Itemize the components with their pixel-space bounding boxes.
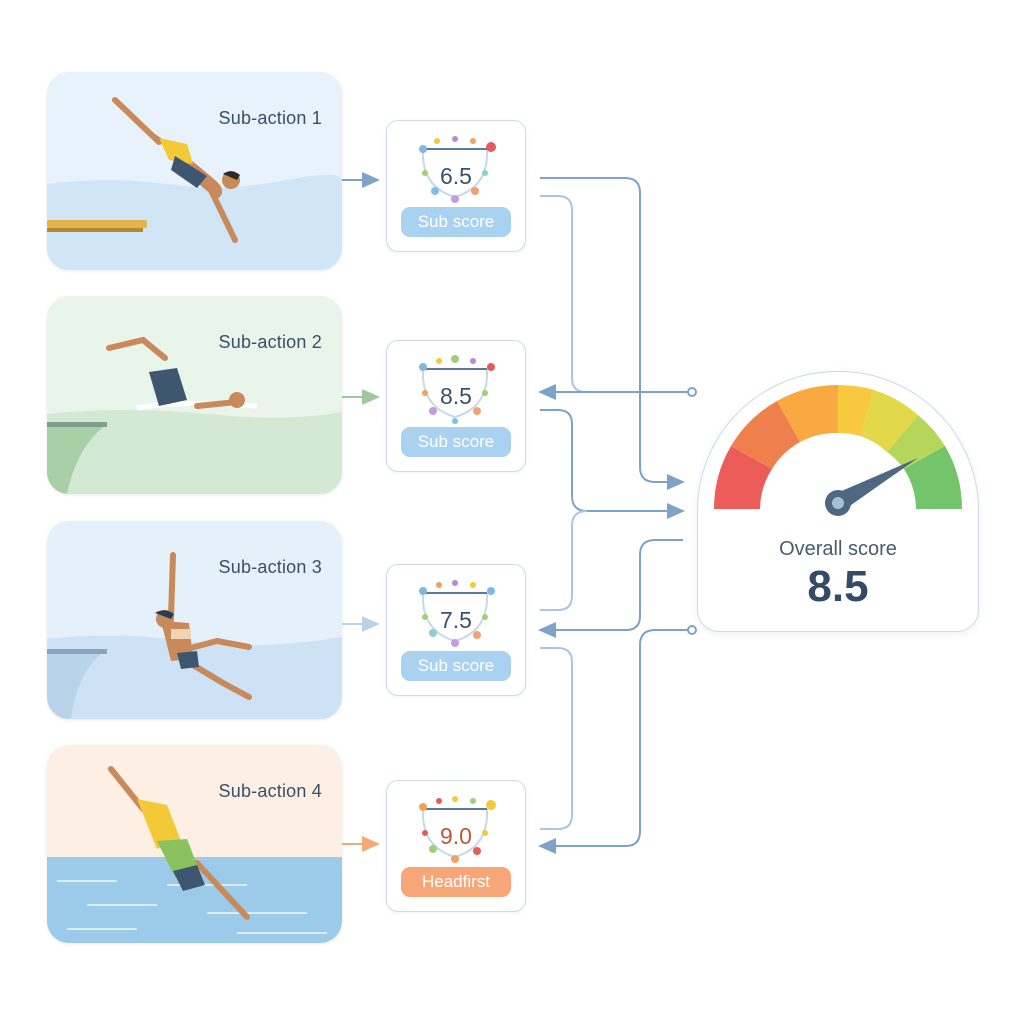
diver-illustration-2	[47, 296, 342, 494]
overall-score-value: 8.5	[807, 562, 869, 611]
diver-illustration-4	[47, 745, 342, 943]
overall-score-label: Overall score	[779, 538, 897, 560]
gauge-needle-icon	[825, 458, 918, 516]
diver-illustration-3	[47, 521, 342, 719]
action-card-1: Sub-action 1	[47, 72, 342, 270]
score-card-4: 9.0 Headfirst	[386, 780, 526, 912]
gauge-icon	[713, 384, 963, 516]
score-value: 8.5	[440, 383, 472, 409]
score-card-1: 6.5 Sub score	[386, 120, 526, 252]
diver-illustration-1	[47, 72, 342, 270]
score-card-3: 7.5 Sub score	[386, 564, 526, 696]
action-label: Sub-action 1	[218, 108, 322, 128]
overall-score-card: Overall score 8.5	[697, 371, 979, 632]
score-tag: Sub score	[401, 427, 511, 457]
action-label: Sub-action 3	[218, 557, 322, 577]
score-ring-icon	[419, 355, 495, 424]
score-tag: Sub score	[401, 651, 511, 681]
score-tag: Headfirst	[401, 867, 511, 897]
score-ring-icon	[419, 580, 495, 647]
score-ring-icon	[419, 796, 496, 863]
action-label: Sub-action 4	[218, 781, 322, 801]
score-value: 9.0	[440, 823, 472, 849]
score-value: 7.5	[440, 607, 472, 633]
score-card-2: 8.5 Sub score	[386, 340, 526, 472]
action-card-4: Sub-action 4	[47, 745, 342, 943]
action-card-3: Sub-action 3	[47, 521, 342, 719]
action-label: Sub-action 2	[218, 332, 322, 352]
score-ring-icon	[419, 136, 496, 203]
score-tag: Sub score	[401, 207, 511, 237]
action-card-2: Sub-action 2	[47, 296, 342, 494]
score-value: 6.5	[440, 163, 472, 189]
